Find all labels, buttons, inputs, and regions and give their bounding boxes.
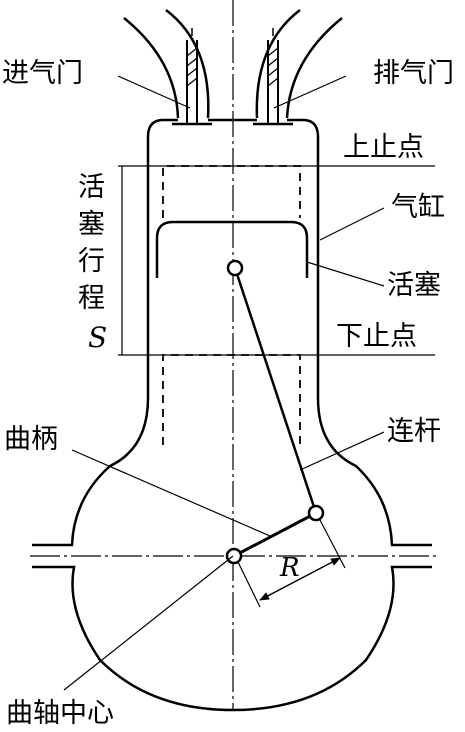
cylinder-outline: [32, 118, 178, 547]
crankshaft-center-point: [225, 547, 243, 565]
intake-valve-shape: [123, 9, 212, 126]
stroke-label-char-2: 塞: [78, 209, 105, 240]
cylinder-outline-right: [287, 118, 432, 547]
piston-leader: [306, 261, 385, 287]
intake-valve-label: 进气门: [2, 58, 83, 89]
crank-leader: [71, 449, 271, 537]
crank-pin: [307, 504, 325, 522]
exhaust-valve-label: 排气门: [373, 58, 454, 89]
crankshaft-center-label: 曲轴中心: [6, 698, 114, 729]
stroke-symbol: S: [88, 321, 107, 354]
exhaust-leader: [273, 75, 347, 109]
connecting-rod-label: 连杆: [387, 416, 441, 447]
stroke-label-char-4: 程: [78, 283, 105, 314]
stroke-label-char-3: 行: [78, 246, 105, 277]
crankcase-outline: [32, 565, 432, 712]
radius-ext-line-2: [319, 519, 346, 569]
radius-ext-line-1: [237, 561, 261, 608]
top-dead-center-label: 上止点: [343, 132, 424, 163]
radius-dimension-arrow: [259, 557, 341, 601]
crank-arm-shape: [233, 511, 317, 558]
connecting-rod-shape: [233, 267, 318, 514]
piston-shape: [155, 220, 309, 278]
crank-label: 曲柄: [4, 424, 58, 455]
stroke-label-char-1: 活: [78, 172, 105, 203]
intake-leader: [117, 75, 191, 109]
bottom-dead-center-label: 下止点: [336, 321, 417, 352]
connecting-rod-leader: [299, 431, 385, 471]
crank-radius-symbol: R: [279, 553, 300, 583]
crankshaft-center-leader: [63, 555, 234, 691]
piston-pin: [226, 259, 244, 277]
cylinder-label: 气缸: [391, 192, 445, 223]
exhaust-valve-shape: [253, 9, 343, 126]
piston-top-dead-center-ghost: [162, 165, 301, 218]
piston-label: 活塞: [387, 270, 441, 301]
cylinder-leader: [319, 207, 385, 241]
